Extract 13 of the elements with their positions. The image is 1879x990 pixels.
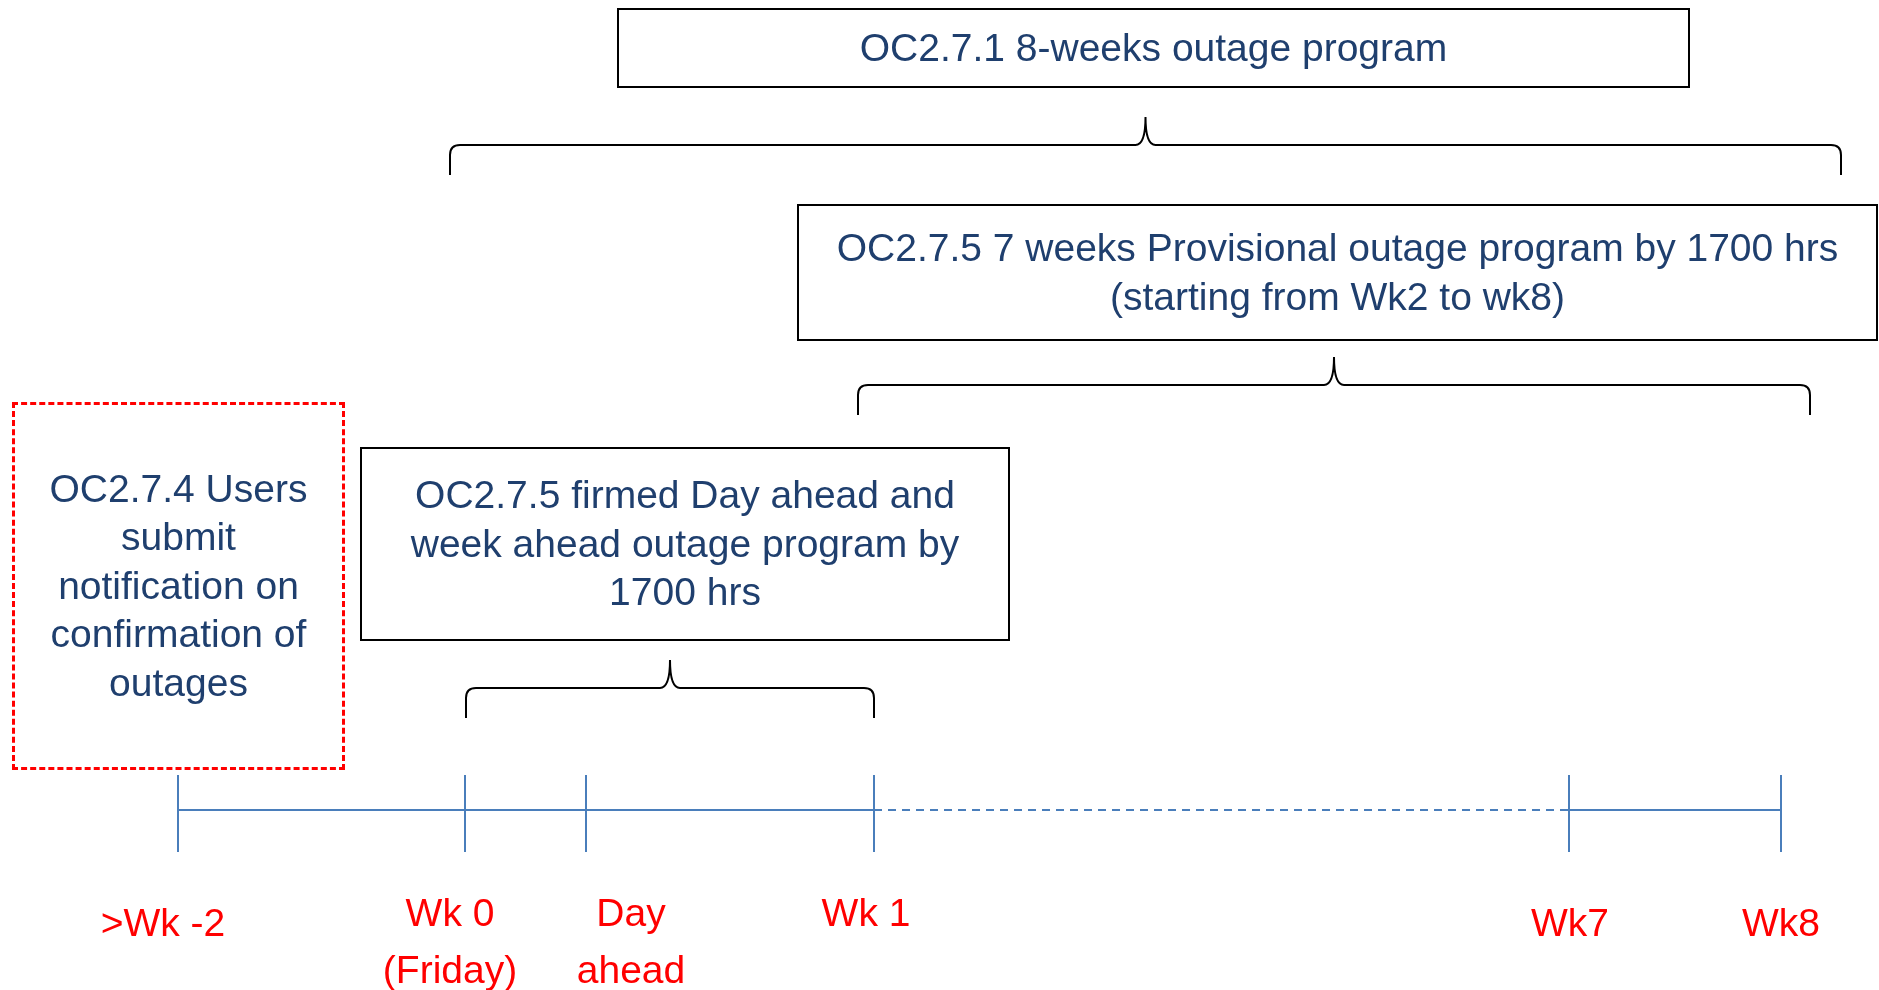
timeline-label: Wk8 xyxy=(1741,900,1821,946)
timeline-label: Wk7 xyxy=(1530,900,1610,946)
box-text: OC2.7.5 7 weeks Provisional outage program by 1700 hrs (starting from Wk2 to wk8) xyxy=(835,225,1840,320)
program-box xyxy=(797,204,1878,341)
program-box xyxy=(617,8,1690,88)
program-box xyxy=(360,447,1010,641)
box-text: OC2.7.1 8-weeks outage program xyxy=(859,24,1448,71)
box-text: OC2.7.5 firmed Day ahead and week ahead outage program by 1700 hrs xyxy=(409,472,961,616)
timeline-label: Wk 1 xyxy=(820,890,912,936)
timeline-label: >Wk -2 xyxy=(99,900,227,946)
notification-box xyxy=(12,402,345,770)
box-text: OC2.7.4 Users submit notification on confirmation of outages xyxy=(48,466,309,706)
timeline-label: Day ahead xyxy=(575,890,687,990)
